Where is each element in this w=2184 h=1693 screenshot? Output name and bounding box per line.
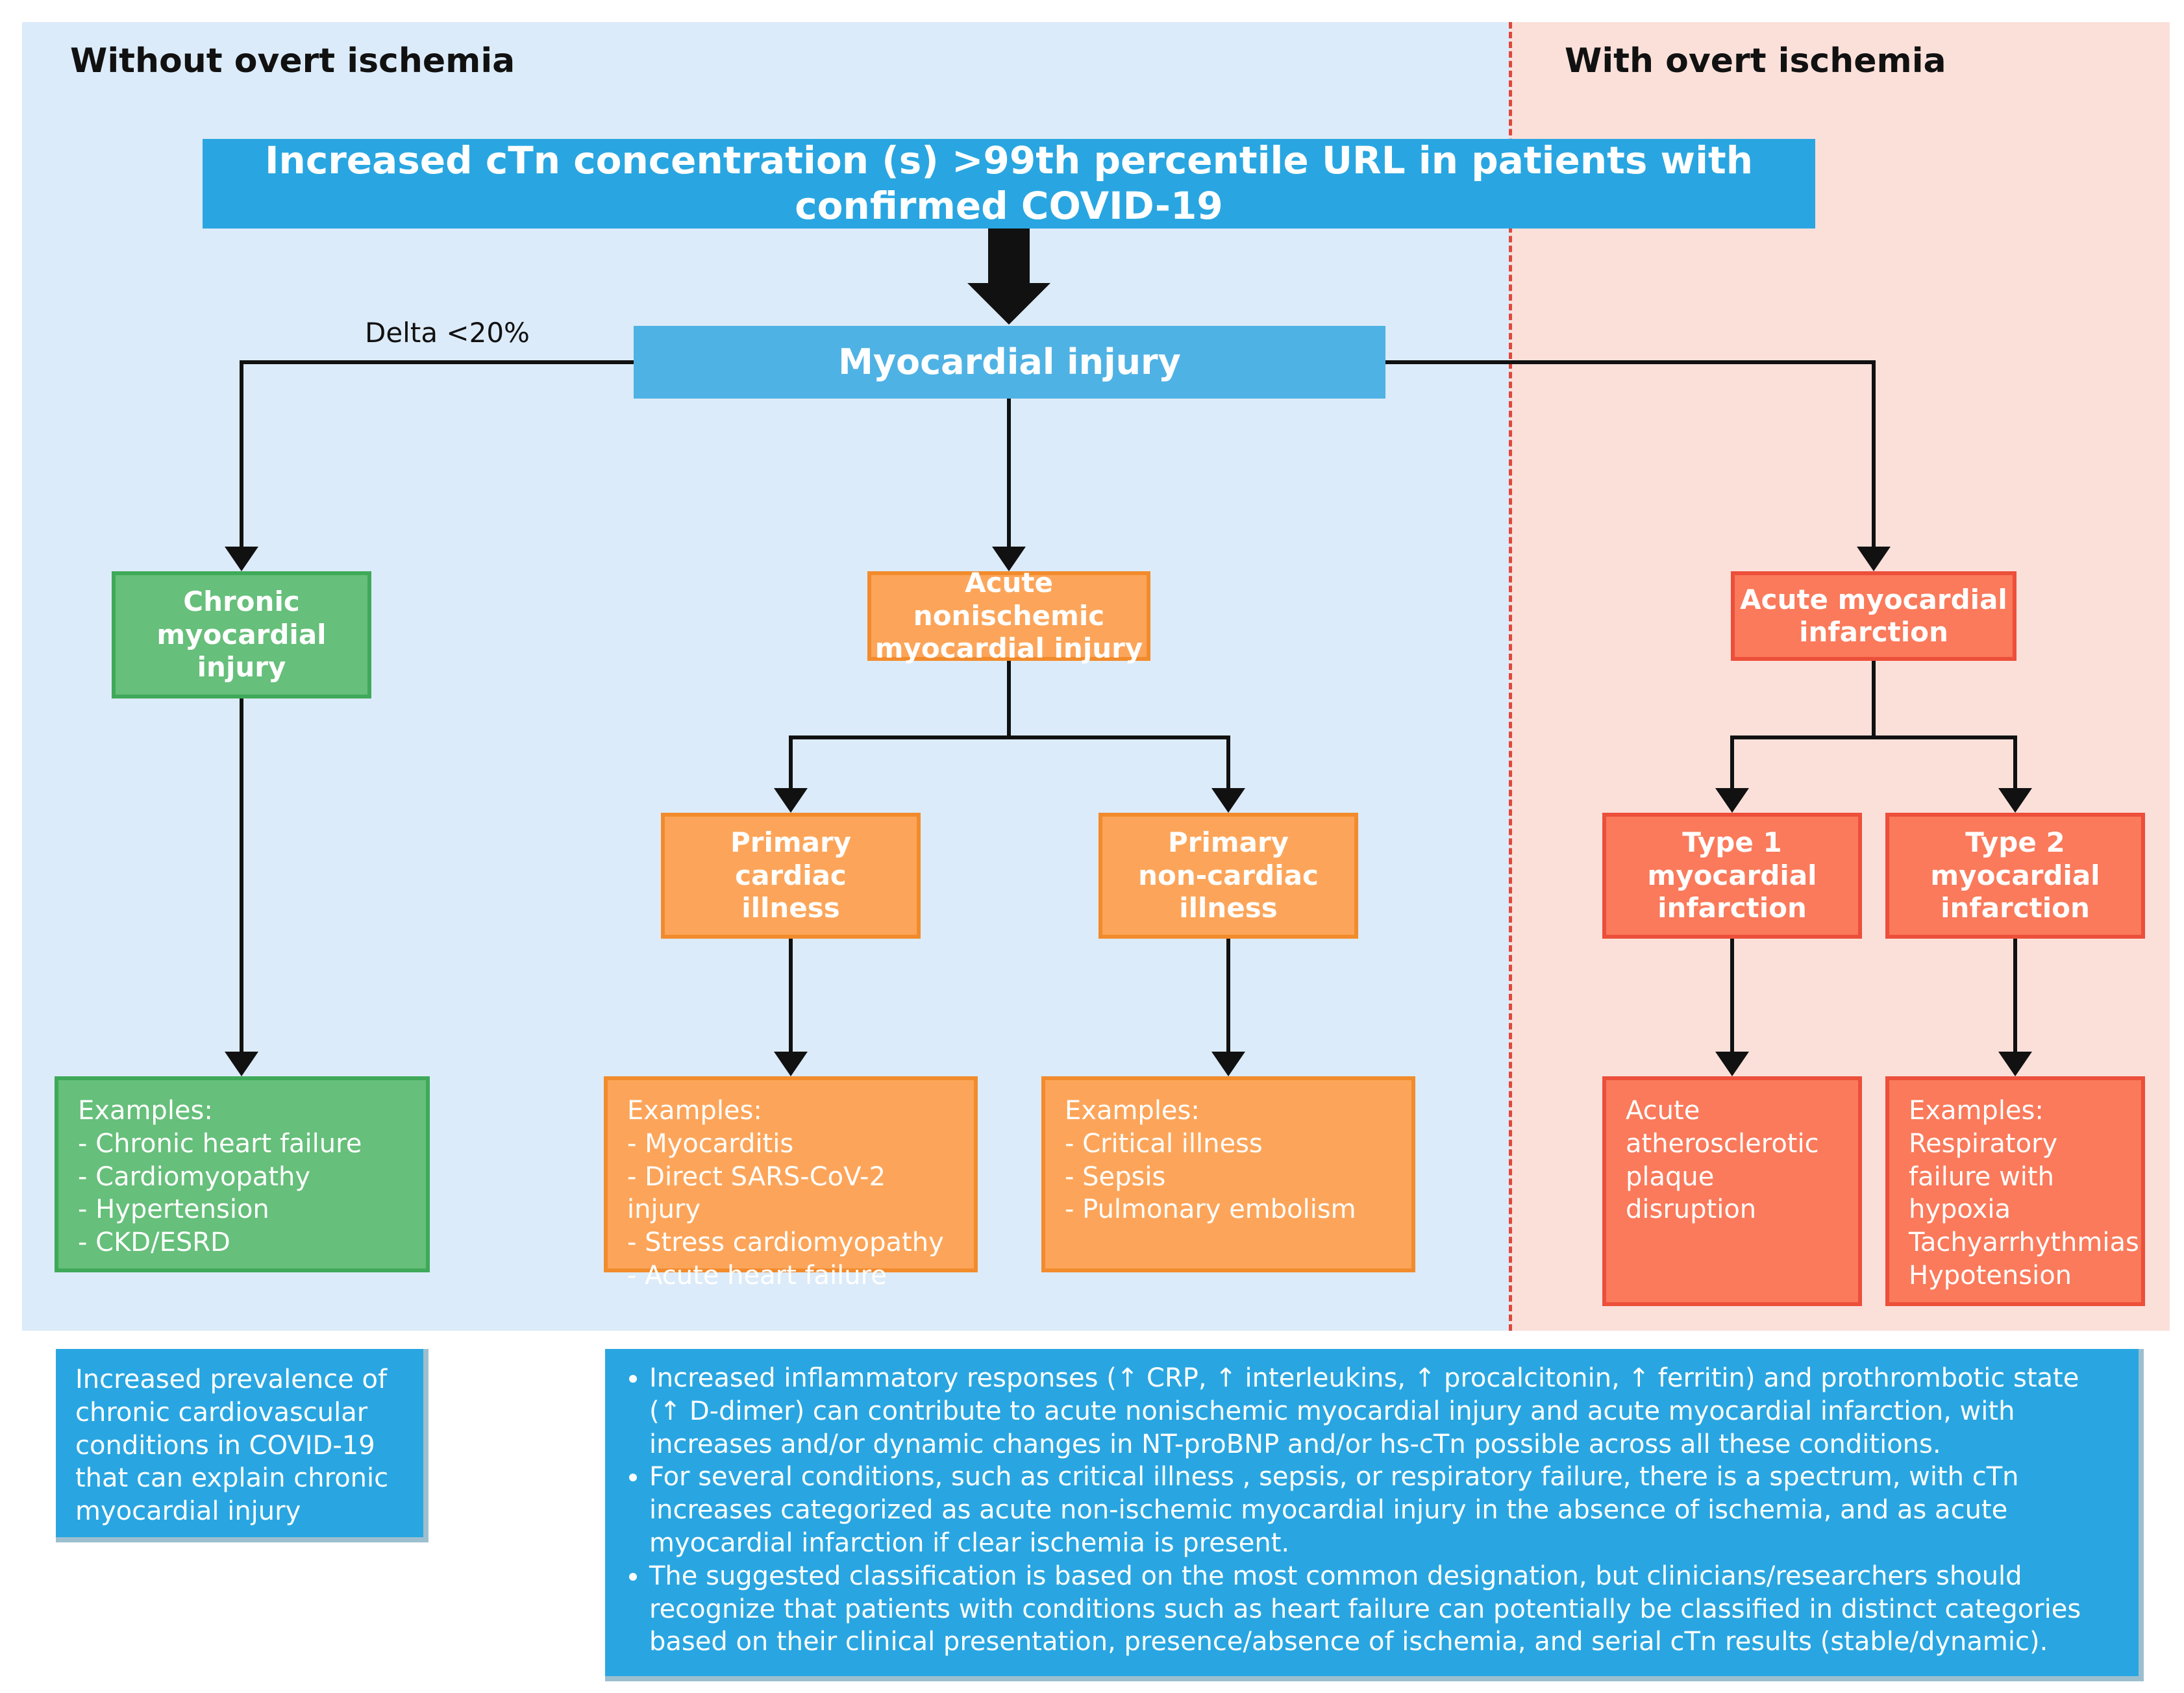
note-bullet: For several conditions, such as critical… (649, 1461, 2119, 1559)
acute-myocardial-infarction-box: Acute myocardial infarction (1731, 571, 2016, 661)
type1-examples-box: Acute atherosclerotic plaque disruption (1602, 1076, 1862, 1306)
ischemia-divider (1509, 22, 1512, 1331)
chronic-examples-box: Examples: - Chronic heart failure - Card… (55, 1076, 430, 1272)
delta-label: Delta <20% (365, 317, 530, 349)
noncardiac-examples-box: Examples: - Critical illness - Sepsis - … (1041, 1076, 1415, 1272)
primary-noncardiac-illness-box: Primary non-cardiac illness (1098, 813, 1358, 939)
cardiac-examples-box: Examples: - Myocarditis - Direct SARS-Co… (604, 1076, 978, 1291)
chronic-myocardial-injury-box: Chronic myocardial injury (112, 571, 371, 698)
chronic-prevalence-note: Increased prevalence of chronic cardiova… (56, 1349, 428, 1542)
arrow-to-type1 (1730, 661, 1876, 788)
type1-mi-box: Type 1 myocardial infarction (1602, 813, 1862, 939)
heading-with-ischemia: With overt ischemia (1565, 42, 1946, 80)
type2-examples-box: Examples: Respiratory failure with hypox… (1885, 1076, 2145, 1306)
myocardial-injury-box: Myocardial injury (634, 326, 1385, 399)
arrow-to-type2 (1874, 735, 2017, 788)
notes-bullet-list: Increased inflammatory responses (↑ CRP,… (621, 1362, 2119, 1659)
acute-nonischemic-injury-box: Acute nonischemic myocardial injury (867, 567, 1150, 664)
note-bullet: Increased inflammatory responses (↑ CRP,… (649, 1362, 2119, 1461)
type2-mi-box: Type 2 myocardial infarction (1885, 813, 2145, 939)
big-down-arrow (967, 229, 1050, 325)
arrow-to-primary-noncardiac (1009, 735, 1230, 788)
note-bullet: The suggested classification is based on… (649, 1560, 2119, 1659)
arrow-to-primary-cardiac (789, 661, 1011, 788)
heading-without-ischemia: Without overt ischemia (70, 42, 515, 80)
arrow-to-acute-mi (1384, 360, 1876, 547)
arrow-to-chronic (240, 360, 635, 547)
primary-cardiac-illness-box: Primary cardiac illness (661, 813, 921, 939)
classification-notes: Increased inflammatory responses (↑ CRP,… (605, 1349, 2144, 1681)
increased-ctn-box: Increased cTn concentration (s) >99th pe… (203, 138, 1815, 229)
